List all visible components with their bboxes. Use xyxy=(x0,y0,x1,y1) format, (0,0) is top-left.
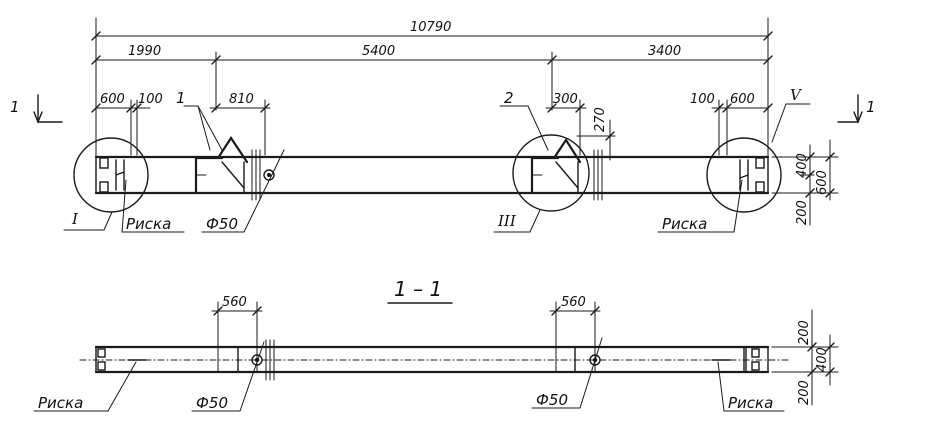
dim-section-top: 200 xyxy=(797,320,812,345)
beam-section-view xyxy=(79,339,791,381)
detail-III-label: III xyxy=(497,212,517,230)
detail-I-label: I xyxy=(71,210,79,228)
sec-hole-left-label: Ф50 xyxy=(196,394,228,412)
dim-section-mid: 400 xyxy=(815,347,830,372)
dim-height-top: 400 xyxy=(795,153,810,178)
item-2-label: 2 xyxy=(504,89,514,107)
top-labels: 1 2 I Риска Ф50 III Риска V xyxy=(63,86,811,233)
dim-span-mid: 5400 xyxy=(362,44,395,59)
section-title: 1 – 1 xyxy=(387,277,453,304)
height-dimensions: 400 600 200 xyxy=(771,139,839,226)
section-labels: Риска Ф50 Ф50 Риска xyxy=(33,337,785,412)
dim-hole-right: 300 xyxy=(553,92,578,107)
dim-left-gap: 100 xyxy=(138,92,163,107)
sec-mark-left-label: Риска xyxy=(38,394,83,412)
dim-height-total: 600 xyxy=(815,170,830,195)
detail-circle-V xyxy=(706,137,782,213)
dim-rise: 270 xyxy=(593,107,608,132)
dim-span-left: 1990 xyxy=(128,44,161,59)
cut-marker-right: 1 xyxy=(837,94,876,124)
detail-V-label: V xyxy=(790,86,803,104)
dim-span-right: 3400 xyxy=(648,44,681,59)
mark-right-label: Риска xyxy=(662,215,707,233)
item-1-label: 1 xyxy=(176,89,186,107)
dim-section-bottom: 200 xyxy=(797,380,812,405)
hole-top-label: Ф50 xyxy=(206,215,238,233)
cut-label-right: 1 xyxy=(866,98,876,116)
dim-section-right: 560 xyxy=(561,295,586,310)
cut-label-left: 1 xyxy=(10,98,20,116)
dim-right-gap: 100 xyxy=(690,92,715,107)
sec-mark-right-label: Риска xyxy=(728,394,773,412)
dim-right-end: 600 xyxy=(730,92,755,107)
dim-total: 10790 xyxy=(410,20,451,35)
top-dimension-texts: 10790 1990 5400 3400 600 100 810 300 100… xyxy=(100,20,755,132)
top-dimension-lines xyxy=(91,17,773,161)
dim-left-end: 600 xyxy=(100,92,125,107)
cut-marker-left: 1 xyxy=(10,94,63,124)
section-title-text: 1 – 1 xyxy=(394,277,442,301)
mark-left-label: Риска xyxy=(126,215,171,233)
dim-height-bottom: 200 xyxy=(795,200,810,225)
sec-hole-right-label: Ф50 xyxy=(536,391,568,409)
dim-hole-left: 810 xyxy=(229,92,254,107)
section-dimensions: 560 560 200 400 200 xyxy=(211,295,839,406)
dim-section-left: 560 xyxy=(222,295,247,310)
detail-circle-III xyxy=(512,134,590,212)
detail-circle-I xyxy=(73,137,149,213)
beam-top-view xyxy=(73,134,782,213)
